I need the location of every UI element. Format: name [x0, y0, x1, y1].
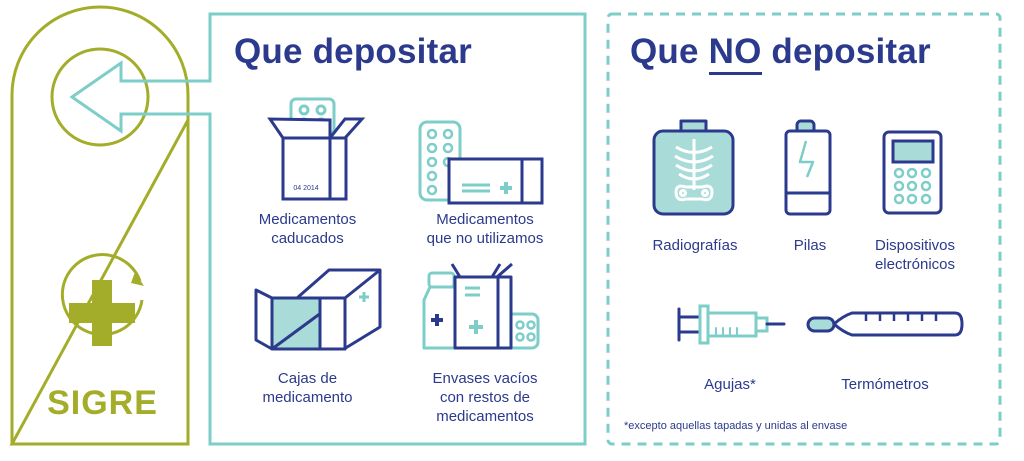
label-line: que no utilizamos — [426, 230, 544, 247]
empty-containers-icon — [422, 262, 540, 350]
no-deposit-item-label: Radiografías — [652, 237, 738, 254]
label-line: Medicamentos — [436, 211, 534, 228]
label-line: caducados — [271, 230, 344, 247]
no-deposit-title: Que NO depositar — [630, 32, 931, 75]
box-date-text: 04 2014 — [293, 185, 318, 192]
battery-icon — [784, 119, 832, 216]
arrow-connector — [69, 12, 587, 446]
brand-name: SIGRE — [47, 384, 158, 422]
deposit-item-label: Envases vacíos con restos de medicamento… — [405, 369, 565, 426]
title-prefix: Que — [630, 32, 709, 71]
no-deposit-item-label: Dispositivos electrónicos — [860, 236, 970, 274]
label-line: con restos de — [439, 389, 531, 406]
deposit-item-label: Medicamentos que no utilizamos — [405, 210, 565, 248]
no-deposit-frame — [606, 12, 1002, 446]
unused-medicine-icon — [418, 120, 544, 205]
calculator-icon — [882, 130, 943, 215]
deposit-title: Que depositar — [234, 32, 472, 71]
label-line: medicamentos — [436, 408, 534, 425]
syringe-icon — [677, 304, 786, 345]
title-emphasis: NO — [708, 32, 762, 75]
deposit-item-label: Medicamentos caducados — [240, 210, 375, 248]
label-line: Envases vacíos — [432, 370, 538, 387]
expired-medicine-box-icon — [267, 97, 366, 201]
medicine-box-icon — [254, 268, 382, 351]
label-line: Cajas de — [277, 370, 338, 387]
label-line: medicamento — [262, 389, 353, 406]
deposit-item-label: Cajas de medicamento — [240, 369, 375, 407]
no-deposit-item-label: Pilas — [793, 237, 827, 254]
label-line: electrónicos — [874, 256, 956, 273]
title-suffix: depositar — [761, 32, 931, 71]
door-hanger-outline — [9, 5, 190, 446]
label-line: Medicamentos — [258, 211, 357, 228]
no-deposit-item-label: Agujas* — [704, 376, 756, 393]
label-line: Dispositivos — [874, 237, 956, 254]
thermometer-icon — [806, 311, 964, 337]
sigre-logo-icon — [60, 253, 144, 346]
footnote: *excepto aquellas tapadas y unidas al en… — [624, 420, 848, 432]
no-deposit-item-label: Termómetros — [841, 376, 929, 393]
x-ray-icon — [652, 119, 735, 216]
